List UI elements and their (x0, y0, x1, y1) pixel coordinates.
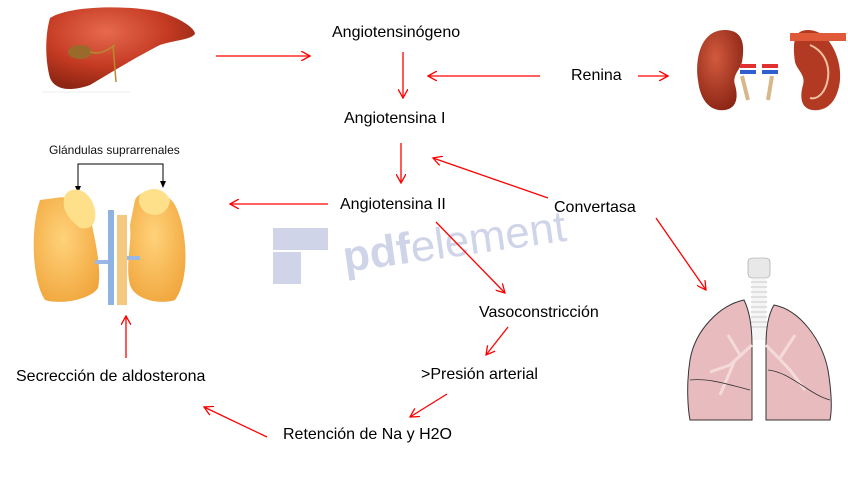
lungs-illustration (687, 257, 832, 421)
arrow-convertasa (433, 158, 549, 199)
arrows (126, 52, 706, 438)
node-retencion: Retención de Na y H2O (283, 426, 452, 443)
adrenal-callout-lines (75, 163, 166, 193)
arrow-convertasa-to-lungs (655, 217, 706, 290)
node-angiotensina-i: Angiotensina I (344, 110, 446, 127)
arrow-presion-to-retencion (410, 393, 448, 417)
arrow-vasoconstriccion-to-presion (486, 326, 509, 355)
node-presion-arterial: >Presión arterial (421, 366, 538, 383)
node-renina: Renina (571, 67, 622, 84)
node-vasoconstriccion: Vasoconstricción (479, 304, 599, 321)
adrenal-caption: Glándulas suprarrenales (49, 143, 180, 157)
node-secrecion-aldosterona: Secrección de aldosterona (16, 368, 206, 385)
arrow-angiotensina-ii-to-vasoconstriccion (435, 221, 505, 293)
watermark-text: pdfelement (340, 202, 570, 282)
adrenal-glands-illustration (33, 188, 186, 305)
arrow-retencion-to-secrecion (204, 407, 268, 438)
kidney-illustration (697, 30, 846, 111)
node-angiotensina-ii: Angiotensina II (340, 196, 446, 213)
node-angiotensinogeno: Angiotensinógeno (332, 24, 461, 41)
pdfelement-watermark: pdfelement (273, 202, 569, 284)
node-convertasa: Convertasa (554, 199, 636, 216)
liver-illustration (42, 7, 195, 93)
